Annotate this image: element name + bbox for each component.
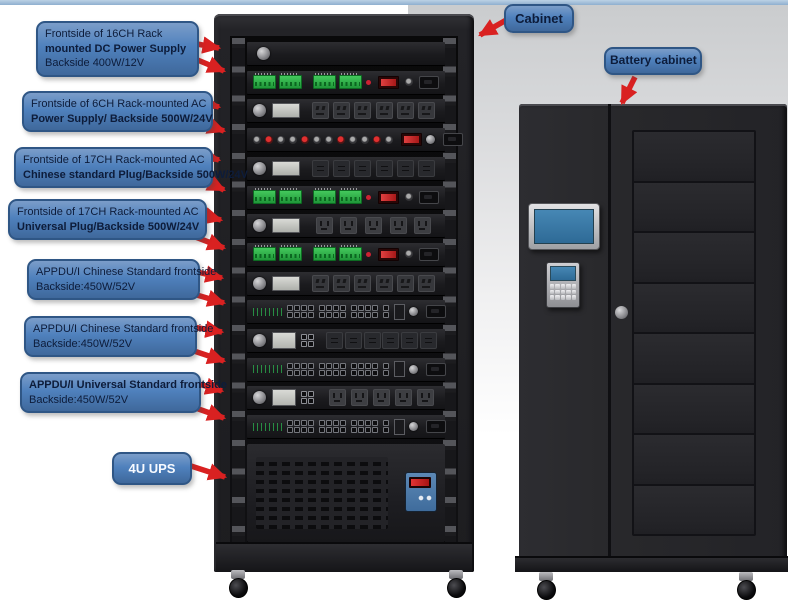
rack-rail-right xyxy=(443,38,456,542)
callout-line: APPDU/I Chinese Standard frontside xyxy=(36,266,217,278)
rack-unit-ac-power-supply-frontside-chinese-outlets xyxy=(247,99,445,123)
rack-caster-right xyxy=(444,570,468,598)
rack-unit-pdu-universal-plug xyxy=(247,214,445,238)
keypad-key xyxy=(566,284,571,289)
keypad-key xyxy=(550,289,555,294)
callout-appdu-cn-1: APPDU/I Chinese Standard frontside Backs… xyxy=(27,259,217,301)
callout-line: Frontside of 17CH Rack-mounted AC xyxy=(17,206,199,218)
rack-unit-appdu-chinese-standard xyxy=(247,329,445,352)
ups-control-panel xyxy=(405,472,437,512)
callout-line: Backside:450W/52V xyxy=(33,337,133,350)
callout-line: Backside:450W/52V xyxy=(29,393,129,406)
keypad-screen xyxy=(550,266,576,281)
callout-line: Backside:450W/52V xyxy=(36,280,136,293)
rack-unit-dc-power-supply-backside-terminals xyxy=(247,70,445,94)
rack-unit-network-switch xyxy=(247,357,446,381)
callout-line: mounted DC Power Supply xyxy=(45,42,187,55)
keypad-key xyxy=(550,295,555,300)
callout-17ch-uni: Frontside of 17CH Rack-mounted AC Univer… xyxy=(8,199,207,241)
battery-door-divider xyxy=(608,104,611,556)
callout-cabinet: Cabinet xyxy=(504,4,574,34)
callout-line: Power Supply/ Backside 500W/24V xyxy=(31,112,213,125)
ups-buttons xyxy=(418,495,433,501)
top-blue-strip xyxy=(0,0,788,5)
callout-line: APPDU/I Chinese Standard frontside xyxy=(33,323,214,335)
keypad-key xyxy=(566,289,571,294)
callout-17ch-cn: Frontside of 17CH Rack-mounted AC Chines… xyxy=(14,147,248,189)
door-panel xyxy=(634,384,754,435)
rack-caster-left xyxy=(226,570,250,598)
keypad-key xyxy=(550,284,555,289)
keypad-keys xyxy=(550,284,576,300)
callout-appdu-uni: APPDU/I Universal Standard frontside Bac… xyxy=(20,372,228,414)
door-panel xyxy=(634,334,754,385)
callout-line: Frontside of 6CH Rack-mounted AC xyxy=(31,98,207,110)
battery-door-panels xyxy=(632,130,756,536)
callout-line: APPDU/I Universal Standard frontside xyxy=(29,379,228,391)
keypad-key xyxy=(555,295,560,300)
keypad-key xyxy=(555,284,560,289)
keypad-key xyxy=(560,295,566,300)
door-panel xyxy=(634,182,754,233)
battery-caster-left xyxy=(534,572,558,600)
ups-unit xyxy=(247,444,445,542)
rack-unit-dc-power-supply-frontside xyxy=(247,42,445,65)
callout-appdu-cn-2: APPDU/I Chinese Standard frontside Backs… xyxy=(24,316,214,358)
battery-lcd xyxy=(534,209,594,244)
door-panel xyxy=(634,435,754,486)
callout-4u-ups: 4U UPS xyxy=(112,452,192,486)
battery-display-screen xyxy=(528,203,600,250)
callout-line: Frontside of 17CH Rack-mounted AC xyxy=(23,154,205,166)
battery-caster-right xyxy=(734,572,758,600)
rack-unit-pdu-chinese-standard-plug xyxy=(247,156,445,180)
rack-unit-network-switch xyxy=(247,415,446,439)
battery-door-knob xyxy=(615,306,628,319)
rack-unit-network-switch xyxy=(247,300,446,324)
rack-unit-appdu-chinese-standard-frontside xyxy=(247,271,445,295)
door-panel xyxy=(634,485,754,534)
rack-rail-left xyxy=(232,38,245,542)
callout-line: Universal Plug/Backside 500W/24V xyxy=(17,220,200,233)
callout-line: Frontside of 16CH Rack xyxy=(45,28,163,40)
callout-line: 4U UPS xyxy=(128,461,176,476)
keypad-key xyxy=(571,295,576,300)
keypad-key xyxy=(555,289,560,294)
rack-base xyxy=(216,542,472,572)
ups-display xyxy=(409,477,431,488)
battery-keypad xyxy=(546,262,580,308)
keypad-key xyxy=(560,289,566,294)
keypad-key xyxy=(571,289,576,294)
callout-line: Cabinet xyxy=(515,11,563,26)
door-panel xyxy=(634,233,754,284)
battery-cabinet xyxy=(515,104,788,600)
callout-16ch-dc: Frontside of 16CH Rack mounted DC Power … xyxy=(36,21,199,77)
door-panel xyxy=(634,132,754,183)
callout-line: Backside 400W/12V xyxy=(45,57,145,70)
rack-unit-pdu-backside-terminals xyxy=(247,242,445,266)
door-panel xyxy=(634,283,754,334)
keypad-key xyxy=(566,295,571,300)
callout-line: Chinese standard Plug/Backside 500W/24V xyxy=(23,168,248,181)
battery-base xyxy=(515,556,788,572)
callout-6ch-ac: Frontside of 6CH Rack-mounted AC Power S… xyxy=(22,91,213,133)
rack-cabinet xyxy=(214,14,474,598)
rack-unit-ac-power-supply-backside-binding-posts xyxy=(247,128,463,152)
callout-battery-cabinet: Battery cabinet xyxy=(604,47,702,75)
rack-unit-appdu-universal-standard xyxy=(247,386,445,410)
ups-vents xyxy=(256,457,388,529)
callout-line: Battery cabinet xyxy=(610,53,697,67)
keypad-key xyxy=(560,284,566,289)
keypad-key xyxy=(571,284,576,289)
rack-unit-pdu-backside-terminals xyxy=(247,185,445,209)
